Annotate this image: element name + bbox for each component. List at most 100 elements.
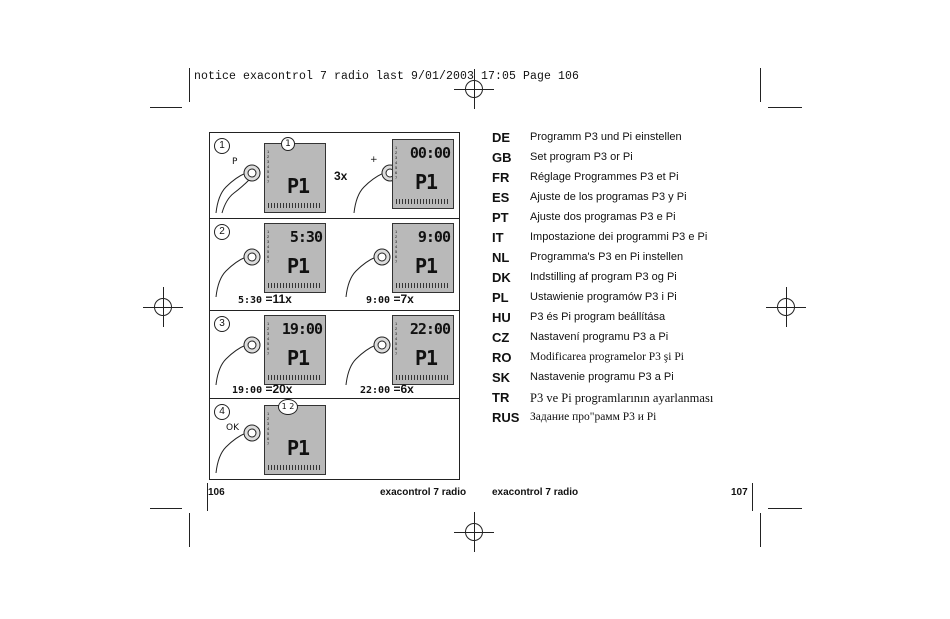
press-multiplier: 3x <box>334 169 348 183</box>
lcd-program: P1 <box>287 346 310 370</box>
language-code: TR <box>492 390 510 405</box>
registration-mark-icon <box>454 512 494 552</box>
lcd-display: 1234567 P1 <box>264 143 326 213</box>
hand-press-icon <box>215 248 261 298</box>
crop-mark <box>150 508 182 509</box>
language-text: Ajuste dos programas P3 e Pi <box>530 211 676 223</box>
button-label: OK <box>226 423 239 433</box>
language-text: Nastavenie programu P3 a Pi <box>530 371 674 383</box>
language-text: Modificarea programelor P3 şi Pi <box>530 351 684 363</box>
step-2: 2 1234567 5:30 P1 5:30 =11x 1234567 9:00… <box>210 219 459 311</box>
step-number: 3 <box>214 316 230 332</box>
language-text: P3 ve Pi programlarının ayarlanması <box>530 391 714 405</box>
registration-mark-icon <box>454 69 494 109</box>
lcd-display: 1234567 19:00 P1 <box>264 315 326 385</box>
lcd-time: 22:00 <box>409 320 451 338</box>
lcd-bar-graph <box>268 465 322 470</box>
crop-mark <box>760 513 761 547</box>
language-text: Set program P3 or Pi <box>530 151 633 163</box>
language-text: Задание про"рамм P3 и Pi <box>530 411 657 423</box>
language-text: Programm P3 und Pi einstellen <box>530 131 682 143</box>
lcd-bar-graph <box>396 375 450 380</box>
language-code: DK <box>492 270 511 285</box>
step-number: 4 <box>214 404 230 420</box>
time-note: 19:00 =20x <box>232 382 293 396</box>
language-text: Indstilling af program P3 og Pi <box>530 271 677 283</box>
lcd-display: 1234567 9:00 P1 <box>392 223 454 293</box>
language-code: PL <box>492 290 509 305</box>
callout-badge: 1 2 <box>278 399 298 415</box>
hand-press-icon <box>345 248 391 298</box>
day-indicators: 1234567 <box>267 411 270 446</box>
crop-mark <box>189 68 190 102</box>
lcd-display: 1234567 22:00 P1 <box>392 315 454 385</box>
lcd-display: 1234567 P1 <box>264 405 326 475</box>
language-code: CZ <box>492 330 510 345</box>
language-code: FR <box>492 170 510 185</box>
crop-mark <box>150 107 182 108</box>
lcd-time: 00:00 <box>409 144 451 162</box>
day-indicators: 1234567 <box>267 229 270 264</box>
crop-mark <box>760 68 761 102</box>
page-number-right: 107 <box>731 487 748 498</box>
language-code: RO <box>492 350 512 365</box>
lcd-program: P1 <box>287 174 310 198</box>
plus-label: + <box>370 155 378 165</box>
footer-title-left: exacontrol 7 radio <box>380 487 467 498</box>
lcd-bar-graph <box>268 283 322 288</box>
step-number: 1 <box>214 138 230 154</box>
day-indicators: 1234567 <box>267 149 270 184</box>
language-code: IT <box>492 230 504 245</box>
button-label: P <box>232 157 238 167</box>
page-number-left: 106 <box>208 487 225 498</box>
lcd-bar-graph <box>268 375 322 380</box>
callout-badge: 1 <box>281 137 295 151</box>
language-code: PT <box>492 210 509 225</box>
time-note: 5:30 =11x <box>238 292 292 306</box>
language-code: HU <box>492 310 511 325</box>
language-code: RUS <box>492 410 520 425</box>
language-text: Réglage Programmes P3 et Pi <box>530 171 679 183</box>
fold-mark <box>752 483 753 511</box>
lcd-display: 1234567 00:00 P1 <box>392 139 454 209</box>
hand-press-icon <box>215 336 261 386</box>
language-code: NL <box>492 250 510 265</box>
lcd-program: P1 <box>415 254 438 278</box>
time-note: 22:00 =6x <box>360 382 414 396</box>
language-text: Ustawienie programów P3 i Pi <box>530 291 677 303</box>
language-text: Programma's P3 en Pi instellen <box>530 251 684 263</box>
lcd-program: P1 <box>415 346 438 370</box>
language-text: P3 és Pi program beállítása <box>530 311 666 323</box>
language-code: SK <box>492 370 511 385</box>
step-1: 1 P 1234567 P1 1 3x + 1234567 00:00 P1 <box>210 133 459 219</box>
time-note: 9:00 =7x <box>366 292 414 306</box>
crop-mark <box>768 107 802 108</box>
instruction-panel: 1 P 1234567 P1 1 3x + 1234567 00:00 P1 2… <box>209 132 460 480</box>
language-text: Nastavení programu P3 a Pi <box>530 331 669 343</box>
step-3: 3 1234567 19:00 P1 19:00 =20x 1234567 22… <box>210 311 459 399</box>
lcd-bar-graph <box>396 283 450 288</box>
hand-press-icon <box>215 164 261 214</box>
language-text: Impostazione dei programmi P3 e Pi <box>530 231 708 243</box>
lcd-time: 19:00 <box>281 320 323 338</box>
crop-mark <box>768 508 802 509</box>
lcd-time: 9:00 <box>417 228 451 246</box>
lcd-program: P1 <box>287 254 310 278</box>
crop-mark <box>189 513 190 547</box>
hand-press-icon <box>345 336 391 386</box>
language-code: GB <box>492 150 512 165</box>
day-indicators: 1234567 <box>395 229 398 264</box>
fold-mark <box>207 483 208 511</box>
language-code: ES <box>492 190 510 205</box>
language-text: Ajuste de los programas P3 y Pi <box>530 191 687 203</box>
language-code: DE <box>492 130 511 145</box>
day-indicators: 1234567 <box>395 145 398 180</box>
lcd-program: P1 <box>287 436 310 460</box>
registration-mark-icon <box>766 287 806 327</box>
lcd-program: P1 <box>415 170 438 194</box>
lcd-bar-graph <box>396 199 450 204</box>
day-indicators: 1234567 <box>267 321 270 356</box>
registration-mark-icon <box>143 287 183 327</box>
step-number: 2 <box>214 224 230 240</box>
day-indicators: 1234567 <box>395 321 398 356</box>
